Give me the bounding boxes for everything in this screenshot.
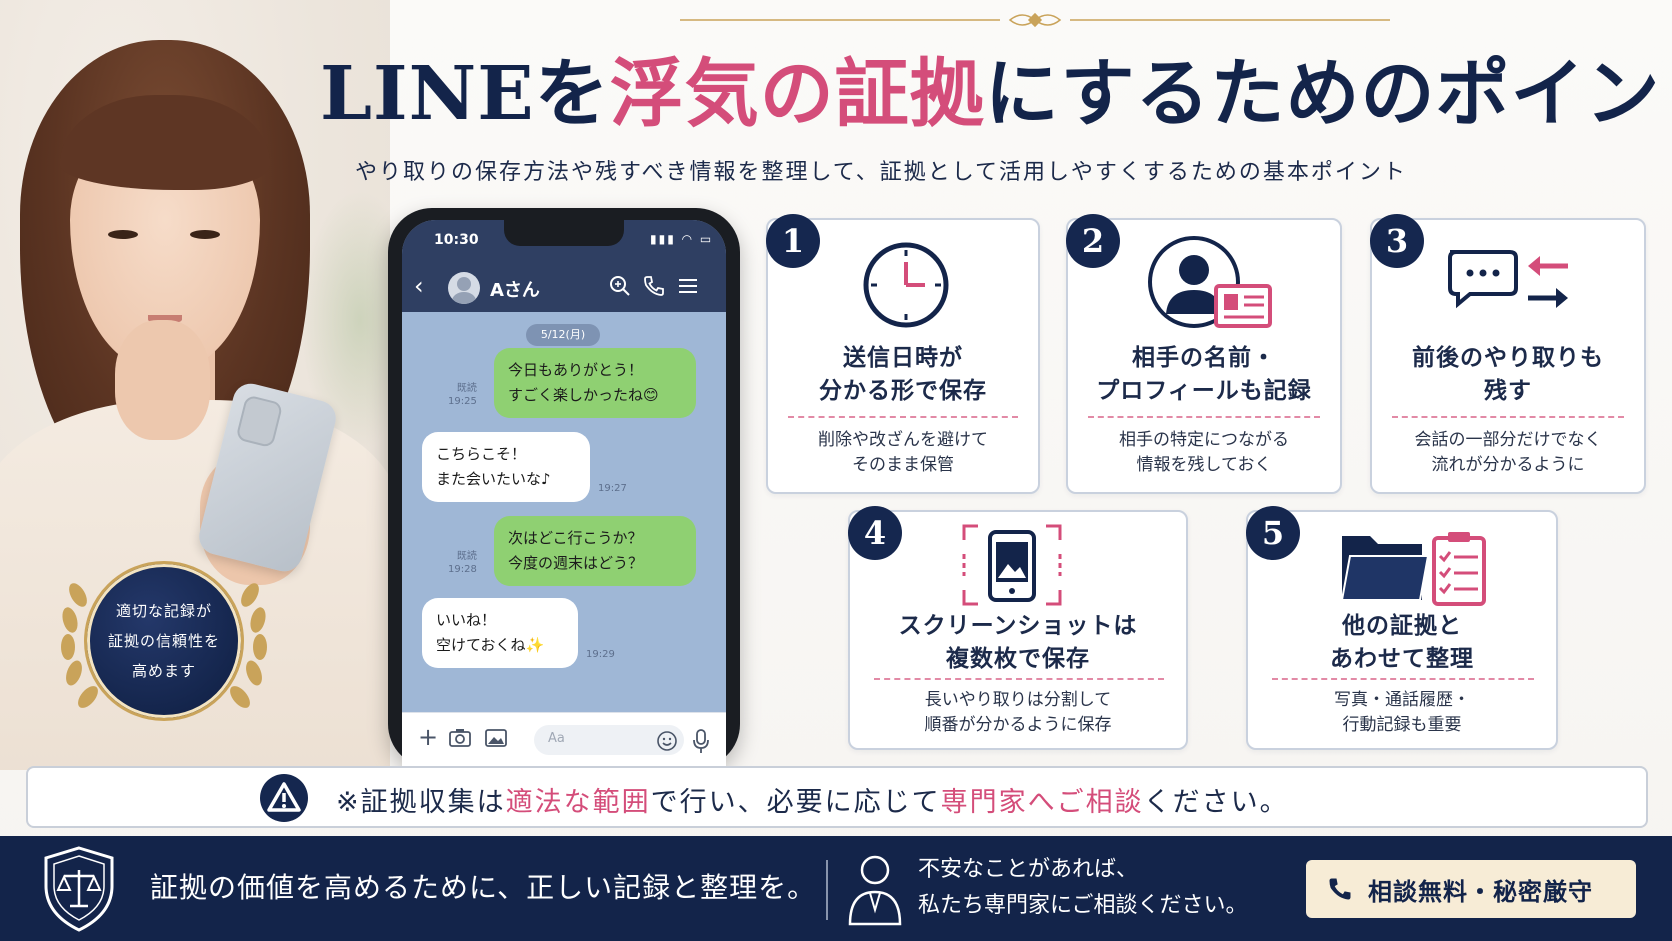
laurel-wreath-icon bbox=[61, 583, 267, 708]
consultant-icon bbox=[848, 855, 902, 926]
emoji-icon[interactable] bbox=[656, 730, 678, 752]
contact-avatar bbox=[448, 272, 480, 304]
phone-camera-icon bbox=[235, 394, 284, 449]
profile-card-icon bbox=[1148, 236, 1272, 328]
folder-checklist-icon bbox=[1340, 532, 1486, 606]
woman-hand-chin bbox=[115, 320, 210, 440]
chat-header: ‹ Aさん bbox=[402, 262, 726, 312]
point-card-5: 5 他の証拠と あわせて整理 写真・通話履歴・ 行動記録も重要 bbox=[1246, 506, 1558, 750]
microphone-icon[interactable] bbox=[692, 728, 710, 754]
card-number: 1 bbox=[766, 214, 820, 268]
message-meta: 既読 19:28 bbox=[448, 551, 477, 575]
card-number: 2 bbox=[1066, 214, 1120, 268]
search-icon[interactable] bbox=[608, 274, 632, 298]
card-description: 写真・通話履歴・ 行動記録も重要 bbox=[1334, 690, 1470, 735]
signal-wifi-battery-icon: ▮▮▮ ◠ ▭ bbox=[650, 232, 714, 246]
notice-highlight2: 専門家へご相談 bbox=[940, 787, 1144, 818]
chat-exchange-icon bbox=[1448, 250, 1568, 309]
notice-part1: ※証拠収集は bbox=[336, 787, 506, 818]
card-divider bbox=[1088, 416, 1320, 418]
card-divider bbox=[1392, 416, 1624, 418]
woman-eye-left bbox=[108, 230, 138, 239]
card-description: 相手の特定につながる 情報を残しておく bbox=[1119, 430, 1289, 475]
scales-shield-icon bbox=[44, 846, 114, 932]
notice-highlight1: 適法な範囲 bbox=[505, 787, 651, 818]
plus-icon[interactable]: + bbox=[418, 723, 439, 751]
point-card-4: 4 スクリーンショットは 複数枚で保存 長いやり取りは分割して 順番が分かるよう… bbox=[848, 506, 1188, 750]
date-chip: 5/12(月) bbox=[526, 324, 600, 346]
message-received: こちらこそ！ また会いたいな♪ bbox=[422, 432, 590, 502]
point-card-3: 3 前後のやり取りも 残す 会話の一部分だけでなく 流れが分かるように bbox=[1370, 214, 1646, 494]
phone-icon[interactable] bbox=[642, 274, 666, 298]
clock-icon bbox=[863, 242, 949, 328]
footer-banner: 証拠の価値を高めるために、正しい記録と整理を。 不安なことがあれば、 私たち専門… bbox=[0, 836, 1672, 941]
menu-icon[interactable] bbox=[676, 274, 700, 298]
warning-icon bbox=[267, 782, 301, 812]
notice-part3: ください。 bbox=[1143, 787, 1289, 818]
message-sent: 今日もありがとう！ すごく楽しかったね😊 bbox=[494, 348, 696, 418]
card-divider bbox=[788, 416, 1018, 418]
message-input[interactable]: Aa bbox=[534, 725, 684, 755]
card-divider bbox=[1272, 678, 1534, 680]
notice-text: ※証拠収集は適法な範囲で行い、必要に応じて専門家へご相談ください。 bbox=[336, 780, 1289, 819]
page-subtitle: やり取りの保存方法や残すべき情報を整理して、証拠として活用しやすくするための基本… bbox=[355, 160, 1407, 185]
badge-circle: 適切な記録が 証拠の信頼性を 高めます bbox=[84, 561, 244, 721]
legal-notice: ※証拠収集は適法な範囲で行い、必要に応じて専門家へご相談ください。 bbox=[26, 766, 1648, 828]
woman-eye-right bbox=[190, 230, 220, 239]
card-title: スクリーンショットは 複数枚で保存 bbox=[898, 613, 1138, 672]
card-title: 送信日時が 分かる形で保存 bbox=[819, 345, 987, 404]
woman-bangs bbox=[60, 95, 270, 190]
card-number: 5 bbox=[1246, 506, 1300, 560]
card-description: 会話の一部分だけでなく 流れが分かるように bbox=[1414, 430, 1602, 475]
phone-icon bbox=[1329, 878, 1351, 900]
message-sent: 次はどこ行こうか？ 今度の週末はどう？ bbox=[494, 516, 696, 586]
title-highlight: 浮気の証拠 bbox=[609, 51, 985, 137]
card-number: 3 bbox=[1370, 214, 1424, 268]
card-title: 他の証拠と あわせて整理 bbox=[1330, 613, 1474, 672]
message-meta: 19:29 bbox=[586, 649, 615, 660]
image-icon[interactable] bbox=[484, 727, 508, 749]
cta-label: 相談無料・秘密厳守 bbox=[1368, 877, 1593, 906]
point-card-1: 1 送信日時が 分かる形で保存 削除や改ざんを避けて そのまま保管 bbox=[766, 214, 1040, 494]
card-description: 削除や改ざんを避けて そのまま保管 bbox=[818, 430, 988, 475]
woman-mouth bbox=[148, 315, 182, 324]
footer-divider bbox=[826, 860, 828, 920]
phone-mockup: 10:30 ▮▮▮ ◠ ▭ ‹ Aさん 5/12(月) 既読 19:25 今日も… bbox=[388, 208, 740, 768]
camera-icon[interactable] bbox=[448, 727, 472, 749]
card-title: 前後のやり取りも 残す bbox=[1412, 345, 1604, 404]
card-description: 長いやり取りは分割して 順番が分かるように保存 bbox=[924, 690, 1112, 735]
message-meta: 既読 19:25 bbox=[448, 383, 477, 407]
card-title: 相手の名前・ プロフィールも記録 bbox=[1096, 345, 1312, 404]
badge-text: 適切な記録が 証拠の信頼性を 高めます bbox=[107, 602, 220, 680]
page-title: LINEを浮気の証拠にするためのポイント bbox=[320, 34, 1672, 144]
footer-message: 証拠の価値を高めるために、正しい記録と整理を。 bbox=[150, 871, 817, 904]
title-part2: にするためのポイント bbox=[984, 51, 1672, 137]
contact-name: Aさん bbox=[490, 280, 540, 301]
consult-cta-button[interactable]: 相談無料・秘密厳守 bbox=[1306, 860, 1636, 918]
card-number: 4 bbox=[848, 506, 902, 560]
notice-part2: で行い、必要に応じて bbox=[650, 787, 941, 818]
message-received: いいね！ 空けておくね✨ bbox=[422, 598, 578, 668]
back-chevron-icon[interactable]: ‹ bbox=[414, 272, 424, 300]
chat-input-bar: + Aa bbox=[402, 712, 726, 768]
screenshot-icon bbox=[962, 524, 1062, 606]
title-part1: LINEを bbox=[320, 51, 610, 137]
message-meta: 19:27 bbox=[598, 483, 627, 494]
header-ornament-icon bbox=[680, 12, 1390, 28]
footer-consult: 不安なことがあれば、 私たち専門家にご相談ください。 bbox=[918, 857, 1248, 918]
trust-badge: 適切な記録が 証拠の信頼性を 高めます bbox=[48, 555, 280, 725]
warning-icon-wrap bbox=[260, 774, 308, 822]
phone-screen: 10:30 ▮▮▮ ◠ ▭ ‹ Aさん 5/12(月) 既読 19:25 今日も… bbox=[402, 220, 726, 768]
card-divider bbox=[874, 678, 1164, 680]
phone-notch bbox=[504, 220, 624, 246]
point-card-2: 2 相手の名前・ プロフィールも記録 相手の特定につながる 情報を残しておく bbox=[1066, 214, 1342, 494]
status-time: 10:30 bbox=[434, 232, 479, 248]
